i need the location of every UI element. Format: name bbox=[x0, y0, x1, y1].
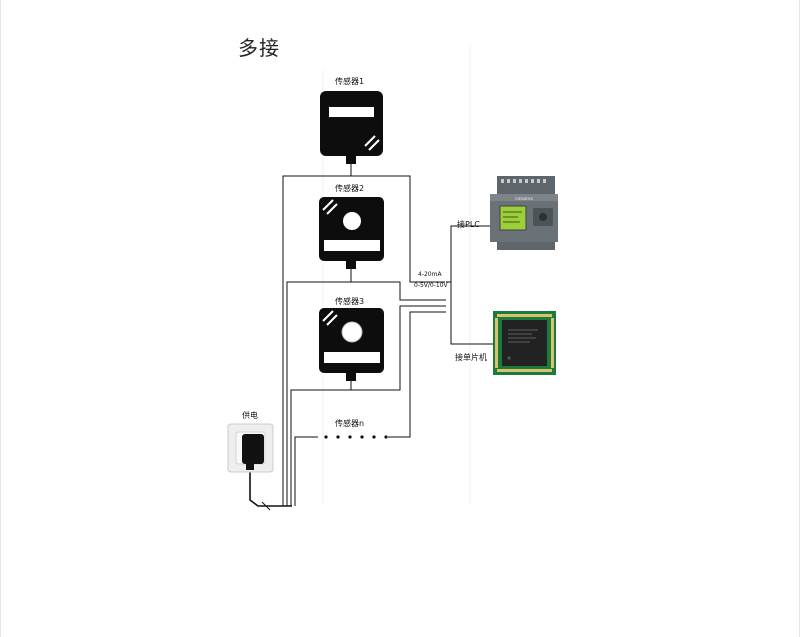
wire-sensor2-left bbox=[286, 268, 352, 506]
wire-sensor3-left bbox=[290, 378, 352, 506]
diagram-title: 多接 bbox=[238, 36, 280, 60]
sensor-3-label: 传感器3 bbox=[335, 297, 365, 306]
sensor-2-icon bbox=[319, 197, 384, 269]
wire-to-plc bbox=[446, 225, 490, 283]
wire-sensor1-right bbox=[351, 175, 445, 283]
sensor-1-label: 传感器1 bbox=[335, 77, 365, 86]
sensor-n-dots bbox=[324, 435, 388, 439]
power-cable bbox=[249, 470, 292, 507]
wire-sensorn-left bbox=[294, 436, 318, 506]
sensor-1-icon bbox=[320, 91, 383, 164]
power-label: 供电 bbox=[242, 411, 258, 420]
plug-tick bbox=[261, 501, 271, 511]
sensor-3-icon bbox=[319, 308, 384, 381]
plc-label: 接PLC bbox=[457, 220, 480, 229]
wire-sensorn-right bbox=[388, 311, 446, 438]
wire-to-mcu bbox=[450, 282, 493, 345]
plc-module-icon bbox=[490, 176, 558, 250]
plc-brand: SIEMENS bbox=[515, 196, 533, 201]
signal-voltage-label: 0-5V/0-10V bbox=[414, 282, 448, 289]
mcu-label: 接单片机 bbox=[455, 353, 487, 362]
signal-current-label: 4-20mA bbox=[418, 271, 442, 278]
sensor-n-label: 传感器n bbox=[335, 419, 365, 428]
wires bbox=[249, 163, 493, 511]
microcontroller-board-icon bbox=[493, 311, 556, 375]
power-outlet-icon bbox=[227, 423, 274, 473]
wire-sensor1-left bbox=[282, 163, 352, 506]
wire-sensor3-right bbox=[351, 305, 446, 391]
wire-sensor2-right bbox=[351, 281, 446, 301]
sensor-2-label: 传感器2 bbox=[335, 184, 365, 193]
